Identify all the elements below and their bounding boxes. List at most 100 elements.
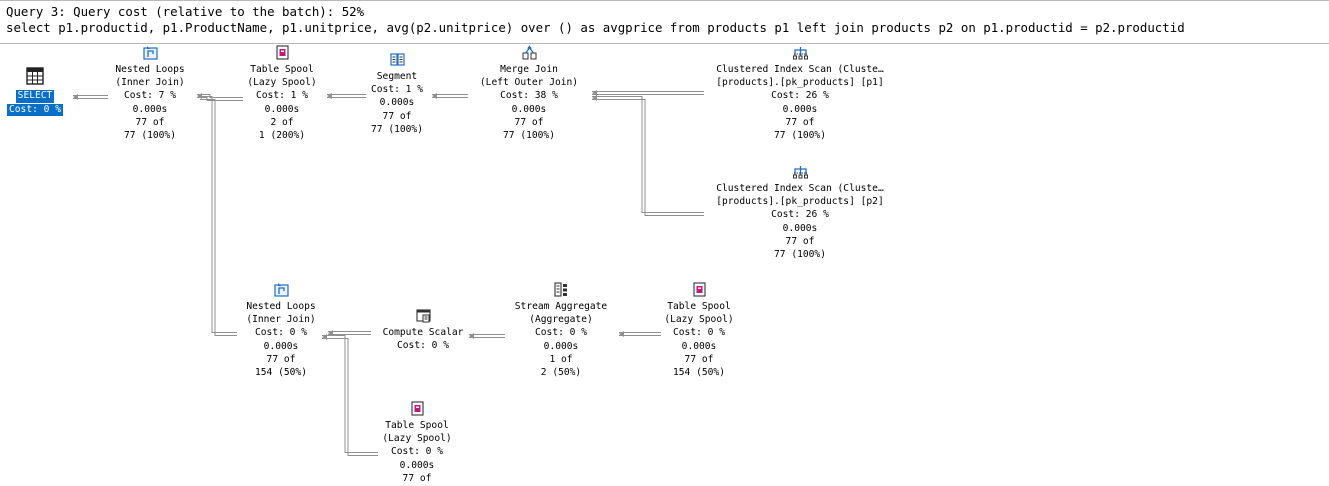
- node-subtype: (Lazy Spool): [664, 314, 734, 326]
- node-time: 0.000s: [132, 103, 168, 115]
- nested-loops-icon: [142, 46, 158, 60]
- node-time: 0.000s: [681, 340, 717, 352]
- node-name: Table Spool: [385, 420, 449, 431]
- node-object: [products].[pk_products] [p2]: [716, 196, 884, 208]
- connector-arrow: [432, 93, 437, 99]
- node-subtype: (Lazy Spool): [247, 77, 317, 89]
- node-time: 0.000s: [263, 340, 299, 352]
- node-name: Nested Loops: [115, 64, 185, 75]
- plan-node-clustered-index-scan-p1[interactable]: Clustered Index Scan (Cluste… [products]…: [700, 45, 900, 142]
- node-cost: Cost: 0 %: [391, 446, 443, 458]
- node-estimate: 77 (100%): [124, 130, 176, 142]
- node-estimate: 77 (100%): [371, 123, 423, 135]
- node-rows: 77 of: [785, 235, 815, 247]
- node-time: 0.000s: [782, 103, 818, 115]
- query-title: Query 3: Query cost (relative to the bat…: [6, 4, 365, 19]
- clustered-index-scan-icon: [792, 47, 808, 60]
- connector-line: [322, 335, 378, 453]
- node-time: 0.000s: [264, 103, 300, 115]
- node-rows: 77 of: [266, 353, 296, 365]
- connector-arrow: [469, 333, 474, 339]
- select-cost: Cost: 0 %: [7, 103, 63, 116]
- node-cost: Cost: 7 %: [124, 90, 176, 102]
- plan-node-stream-aggregate[interactable]: Stream Aggregate (Aggregate) Cost: 0 % 0…: [461, 282, 661, 379]
- query-header: Query 3: Query cost (relative to the bat…: [0, 0, 1329, 44]
- execution-plan-canvas: SELECT Cost: 0 % Nested Loops (Inner Joi…: [0, 42, 1329, 486]
- node-cost: Cost: 38 %: [500, 90, 558, 102]
- node-name: Stream Aggregate: [514, 301, 608, 312]
- plan-node-table-spool-bottom[interactable]: Table Spool (Lazy Spool) Cost: 0 % 0.000…: [317, 401, 517, 485]
- node-object: [products].[pk_products] [p1]: [716, 77, 884, 89]
- node-time: 0.000s: [782, 222, 818, 234]
- node-subtype: (Inner Join): [115, 77, 185, 89]
- node-estimate: 2 (50%): [540, 367, 582, 379]
- node-time: 0.000s: [399, 459, 435, 471]
- segment-icon: [389, 53, 405, 66]
- node-rows: 77 of: [382, 110, 412, 122]
- node-cost: Cost: 0 %: [673, 327, 725, 339]
- node-rows: 1 of: [549, 353, 573, 365]
- plan-connectors: [73, 90, 704, 456]
- node-cost: Cost: 0 %: [397, 340, 449, 352]
- connector-arrow: [322, 334, 327, 340]
- node-subtype: (Left Outer Join): [479, 77, 579, 89]
- connector-arrow: [328, 330, 333, 336]
- table-spool-icon: [275, 45, 289, 60]
- node-name: Clustered Index Scan (Cluste…: [716, 64, 884, 75]
- table-spool-icon: [410, 401, 424, 416]
- node-rows: 77 of: [514, 116, 544, 128]
- node-rows: 77 of: [402, 472, 432, 484]
- connector-line: [592, 96, 704, 213]
- node-time: 0.000s: [543, 340, 579, 352]
- node-cost: Cost: 26 %: [771, 90, 829, 102]
- node-time: 0.000s: [511, 103, 547, 115]
- node-name: Merge Join: [500, 64, 558, 75]
- node-estimate: 1 (200%): [258, 130, 306, 142]
- node-name: Clustered Index Scan (Cluste…: [716, 183, 884, 194]
- node-name: Table Spool: [250, 64, 314, 75]
- node-estimate: 77 (100%): [774, 130, 826, 142]
- plan-node-merge-join[interactable]: Merge Join (Left Outer Join) Cost: 38 % …: [429, 45, 629, 142]
- node-estimate: 154 (50%): [673, 367, 725, 379]
- merge-join-icon: [522, 45, 536, 60]
- plan-node-clustered-index-scan-p2[interactable]: Clustered Index Scan (Cluste… [products]…: [700, 164, 900, 261]
- node-name: Compute Scalar: [382, 327, 464, 338]
- select-label: SELECT: [15, 90, 55, 103]
- plan-node-nested-loops-bottom[interactable]: Nested Loops (Inner Join) Cost: 0 % 0.00…: [181, 282, 381, 379]
- connector-arrow: [592, 90, 597, 96]
- node-rows: 2 of: [270, 116, 294, 128]
- node-subtype: (Lazy Spool): [382, 433, 452, 445]
- node-subtype: (Inner Join): [246, 314, 316, 326]
- query-sql-text: select p1.productid, p1.ProductName, p1.…: [6, 20, 1185, 35]
- node-cost: Cost: 26 %: [771, 209, 829, 221]
- compute-scalar-icon: [415, 309, 431, 323]
- plan-node-compute-scalar[interactable]: Compute Scalar Cost: 0 %: [323, 308, 523, 352]
- node-estimate: 77 (100%): [503, 130, 555, 142]
- node-estimate: 154 (50%): [255, 367, 307, 379]
- node-subtype: (Aggregate): [529, 314, 593, 326]
- connector-arrow: [592, 95, 597, 101]
- plan-node-nested-loops-top[interactable]: Nested Loops (Inner Join) Cost: 7 % 0.00…: [50, 45, 250, 142]
- plan-node-table-spool-top[interactable]: Table Spool (Lazy Spool) Cost: 1 % 0.000…: [182, 45, 382, 142]
- nested-loops-icon: [273, 283, 289, 297]
- select-result-icon: [26, 67, 44, 85]
- node-rows: 77 of: [785, 116, 815, 128]
- stream-aggregate-icon: [553, 282, 567, 297]
- clustered-index-scan-icon: [792, 166, 808, 179]
- node-time: 0.000s: [379, 97, 415, 109]
- plan-node-table-spool-right[interactable]: Table Spool (Lazy Spool) Cost: 0 % 0.000…: [599, 282, 799, 379]
- node-cost: Cost: 0 %: [535, 327, 587, 339]
- plan-node-segment[interactable]: Segment Cost: 1 % 0.000s 77 of 77 (100%): [297, 52, 497, 136]
- node-cost: Cost: 0 %: [255, 327, 307, 339]
- plan-node-select[interactable]: SELECT Cost: 0 %: [0, 67, 135, 116]
- connector-arrow: [327, 93, 332, 99]
- table-spool-icon: [692, 282, 706, 297]
- node-cost: Cost: 1 %: [371, 84, 423, 96]
- node-name: Nested Loops: [246, 301, 316, 312]
- node-name: Table Spool: [667, 301, 731, 312]
- node-cost: Cost: 1 %: [256, 90, 308, 102]
- node-rows: 77 of: [135, 116, 165, 128]
- node-name: Segment: [376, 71, 418, 82]
- connector-arrow: [73, 94, 78, 100]
- connector-arrow: [619, 331, 624, 337]
